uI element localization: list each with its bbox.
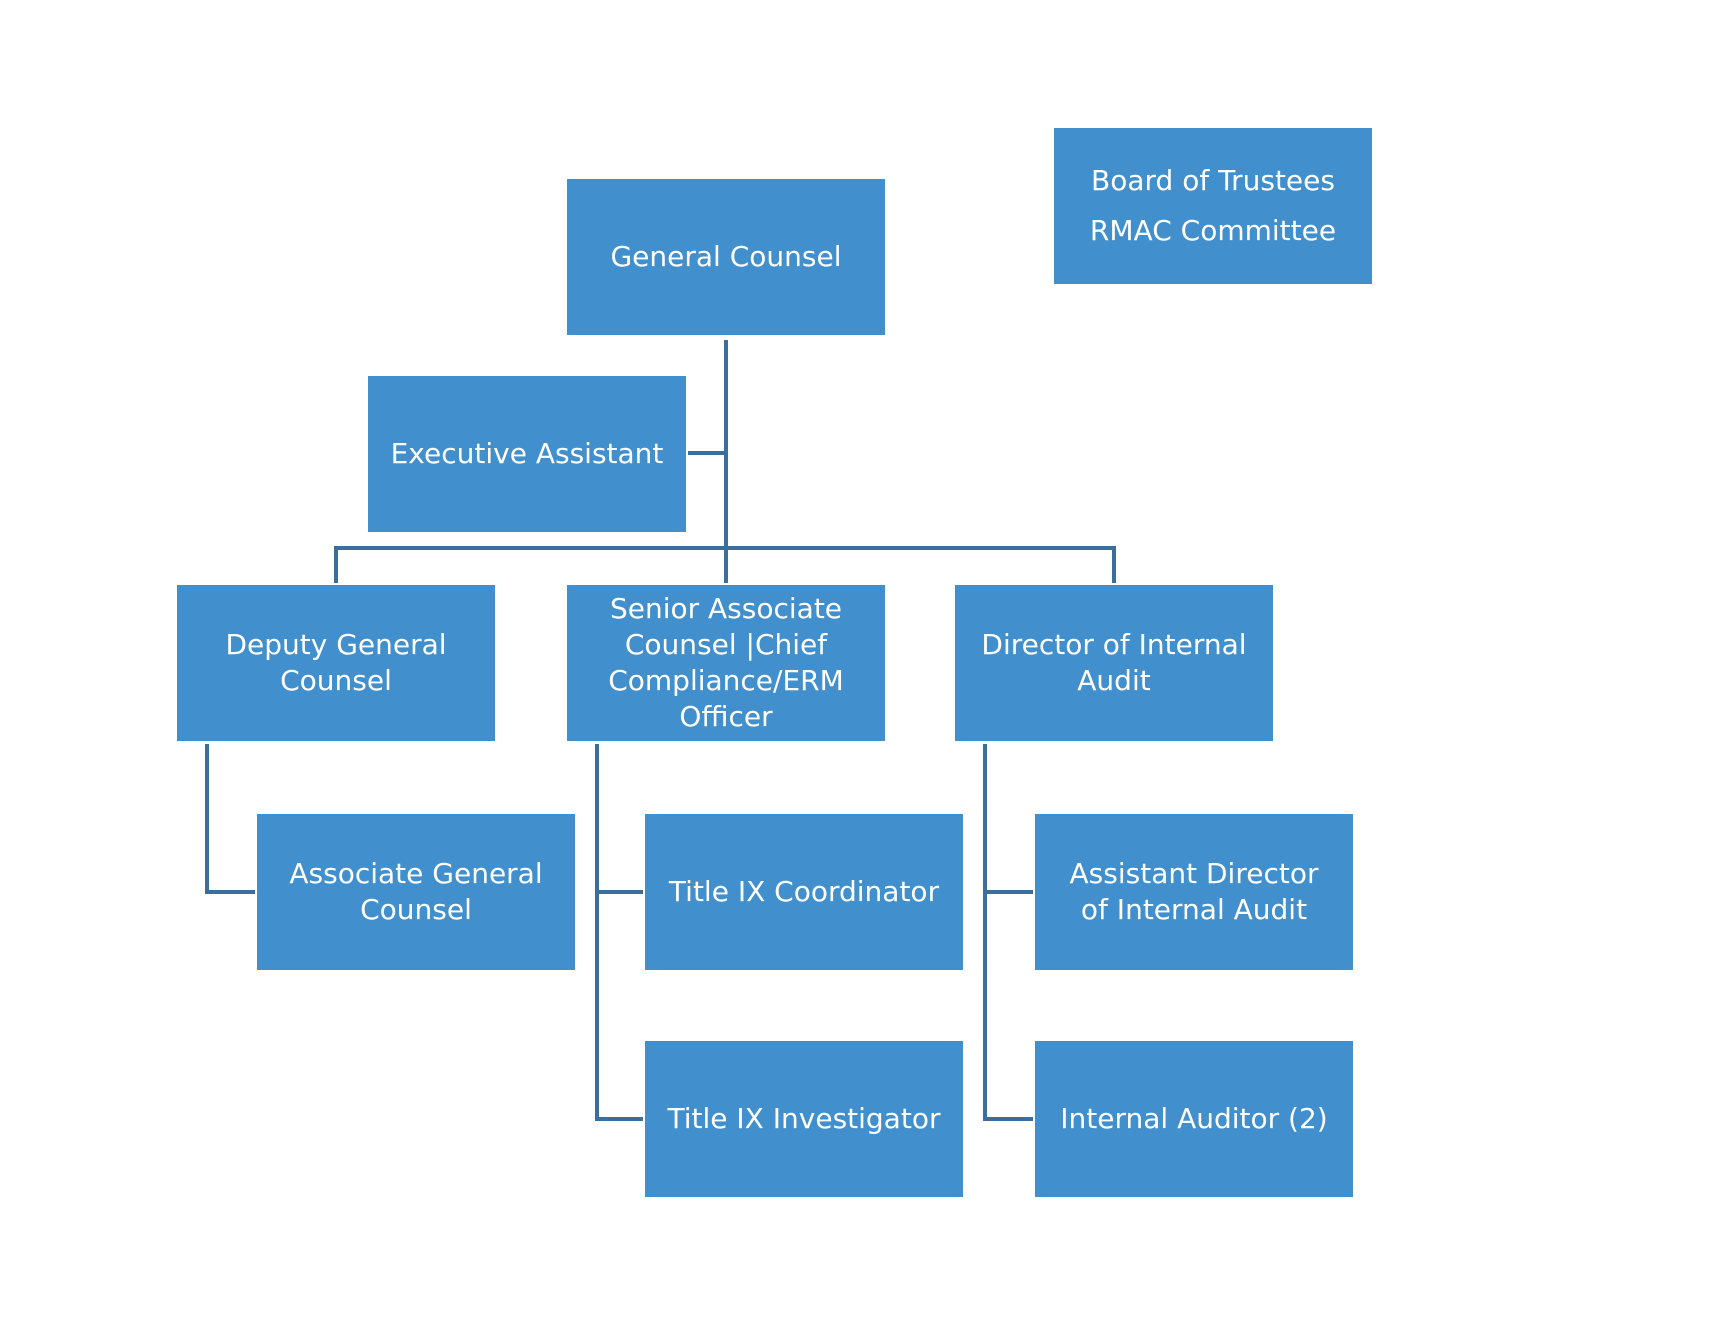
node-label: Deputy General Counsel	[225, 628, 447, 697]
connector-director-trunk	[983, 744, 1033, 1121]
node-label: Executive Assistant	[390, 437, 664, 470]
node-label: Title IX Coordinator	[668, 875, 940, 908]
node-label: Internal Auditor (2)	[1060, 1102, 1328, 1135]
node-internal-auditor: Internal Auditor (2)	[1035, 1041, 1353, 1197]
node-label: Director of Internal Audit	[981, 628, 1247, 697]
node-board-of-trustees: Board of Trustees RMAC Committee	[1054, 128, 1372, 284]
node-general-counsel: General Counsel	[567, 179, 885, 335]
node-label: General Counsel	[610, 240, 842, 273]
node-label: Board of Trustees RMAC Committee	[1089, 164, 1337, 247]
connector-deputy-associate	[205, 744, 255, 894]
node-assistant-director-internal-audit: Assistant Director of Internal Audit	[1035, 814, 1353, 970]
node-label: Title IX Investigator	[667, 1102, 941, 1135]
node-label: Senior Associate Counsel |Chief Complian…	[608, 592, 844, 733]
node-title-ix-investigator: Title IX Investigator	[645, 1041, 963, 1197]
node-title-ix-coordinator: Title IX Coordinator	[645, 814, 963, 970]
node-director-internal-audit: Director of Internal Audit	[955, 585, 1273, 741]
node-deputy-general-counsel: Deputy General Counsel	[177, 585, 495, 741]
node-label: Associate General Counsel	[289, 857, 543, 926]
node-senior-associate-counsel: Senior Associate Counsel |Chief Complian…	[567, 585, 885, 741]
node-executive-assistant: Executive Assistant	[368, 376, 686, 532]
node-associate-general-counsel: Associate General Counsel	[257, 814, 575, 970]
node-label: Assistant Director of Internal Audit	[1069, 857, 1319, 926]
connector-senior-trunk	[595, 744, 643, 1121]
